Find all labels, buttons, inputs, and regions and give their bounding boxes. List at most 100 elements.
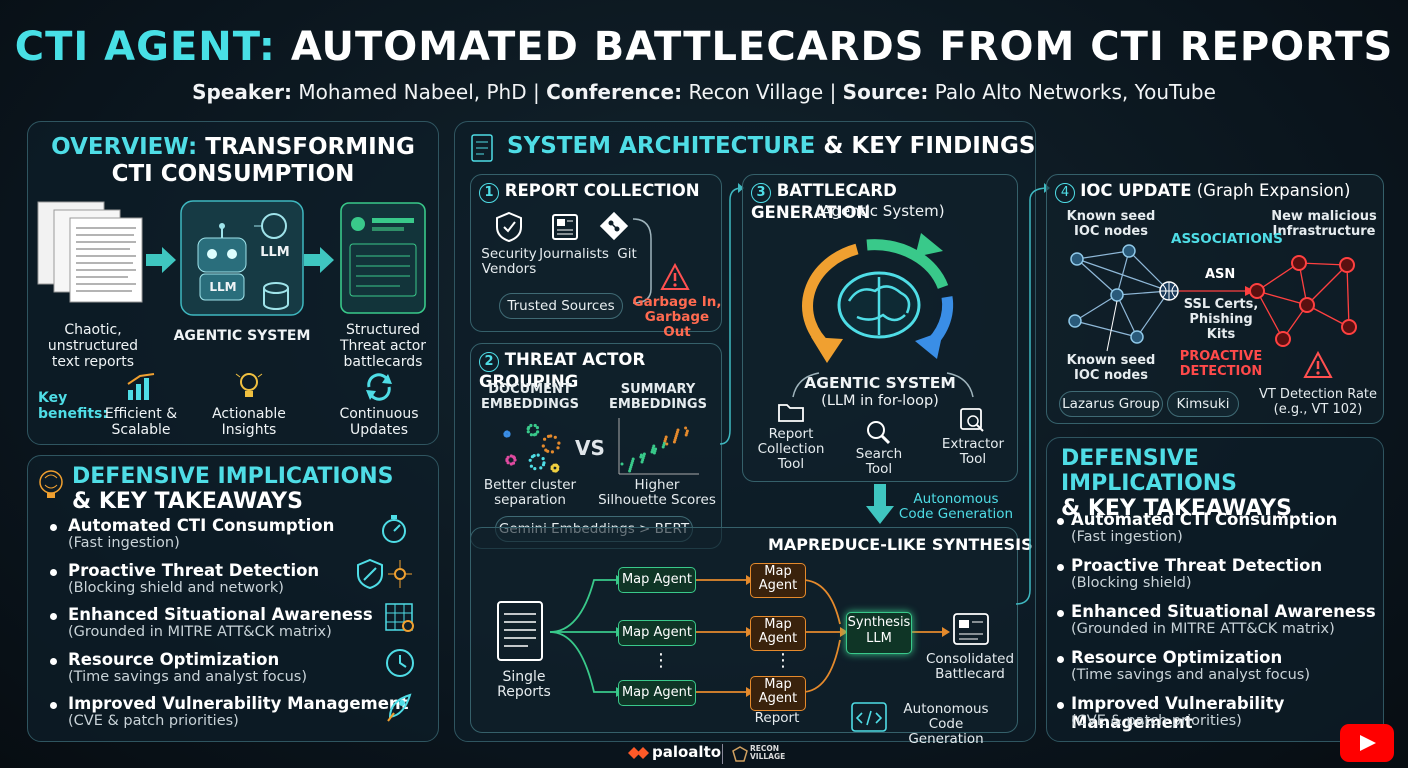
- agentic-system-icon: [180, 200, 304, 316]
- takeaway-heading: Proactive Threat Detection: [68, 560, 320, 580]
- battlecard-panel: 3 BATTLECARD GENERATION (Agentic System)…: [742, 174, 1018, 482]
- mapreduce-title: MAPREDUCE-LIKE SYNTHESIS: [768, 535, 1033, 554]
- speaker-label: Speaker:: [192, 80, 293, 104]
- source: Palo Alto Networks, YouTube: [934, 80, 1216, 104]
- asn-label: ASN: [1205, 267, 1236, 282]
- dots-green: ⋮: [652, 650, 670, 671]
- trusted-sources-pill: Trusted Sources: [499, 293, 623, 319]
- takeaway-heading: Automated CTI Consumption: [68, 516, 335, 535]
- scatter-dot: [536, 453, 540, 457]
- scatter-dot: [550, 450, 554, 454]
- silhouette-plot: [618, 418, 699, 475]
- speaker: Mohamed Nabeel, PhD: [298, 80, 527, 104]
- scatter-dot: [553, 469, 558, 473]
- silhouette-dot: [639, 453, 643, 457]
- agentic-cycle-icon: [802, 233, 954, 363]
- bullet-dot: [1057, 518, 1064, 525]
- silhouette-dot: [664, 435, 668, 439]
- shield-icon: [496, 211, 522, 243]
- takeaway-heading: Resource Optimization: [68, 649, 280, 669]
- vs-label: VS: [575, 436, 605, 460]
- youtube-button[interactable]: [1340, 724, 1394, 762]
- scatter-dot: [556, 446, 560, 450]
- system-label: AGENTIC SYSTEM: [173, 328, 311, 344]
- bullet-dot: [1057, 564, 1064, 571]
- bar-chart-icon: [127, 373, 155, 400]
- title-rest: AUTOMATED BATTLECARDS FROM CTI REPORTS: [290, 24, 1394, 70]
- battlecard-icon: [340, 202, 426, 314]
- takeaway-heading: Resource Optimization: [1071, 648, 1283, 667]
- git-icon: [599, 211, 629, 241]
- scatter-dot: [555, 463, 559, 468]
- overview-panel: OVERVIEW: TRANSFORMING CTI CONSUMPTION L…: [27, 121, 439, 445]
- scatter-dot: [549, 434, 553, 438]
- takeaway-subtext: (CVE & patch priorities): [1071, 713, 1242, 729]
- scatter-dot: [503, 433, 507, 437]
- step-number-2: 2: [479, 352, 499, 372]
- source-label-2: Git: [617, 246, 637, 262]
- stopwatch-icon: [382, 515, 406, 543]
- takeaway-subtext: (Blocking shield): [1071, 575, 1192, 591]
- llm-label: LLM: [260, 245, 290, 260]
- scatter-dot: [509, 454, 513, 458]
- map-agent-orange-2: Map Agent: [750, 676, 806, 711]
- scatter-dot: [550, 467, 554, 471]
- recon-village-logo: RECON VILLAGE: [750, 744, 786, 761]
- scatter-dot: [504, 430, 508, 434]
- benefit-label-1: Actionable Insights: [212, 406, 286, 438]
- search-icon: [867, 421, 891, 445]
- scatter-dot: [507, 433, 511, 437]
- bullet-dot: [50, 702, 57, 709]
- scatter-dot: [535, 426, 539, 430]
- scatter-dot: [528, 458, 532, 462]
- ioc-graph: [1068, 244, 1357, 352]
- report-collection-panel: 1 REPORT COLLECTION Security Vendors Jou…: [470, 174, 722, 340]
- takeaway-subtext: (Fast ingestion): [68, 535, 180, 551]
- connector-line: [719, 183, 744, 445]
- scatter-dot: [557, 441, 561, 445]
- agentic-system-label: AGENTIC SYSTEM: [804, 374, 956, 392]
- defensive-right-panel: DEFENSIVE IMPLICATIONS & KEY TAKEAWAYS A…: [1046, 437, 1384, 742]
- separator: |: [829, 80, 837, 104]
- scatter-dot: [505, 457, 509, 461]
- bullet-dot: [50, 568, 57, 576]
- brain-icon: [39, 470, 63, 498]
- tool-label-1: Search Tool: [855, 446, 903, 477]
- higher-silhouette-label: Higher Silhouette Scores: [598, 477, 716, 508]
- scatter-dot: [539, 466, 543, 470]
- defensive-right-title-2: & KEY TAKEAWAYS: [1061, 496, 1292, 521]
- step-number-4: 4: [1055, 183, 1075, 203]
- map-agent-orange-0: Map Agent: [750, 563, 806, 598]
- vt-label: VT Detection Rate (e.g., VT 102): [1258, 387, 1378, 417]
- step-number-1: 1: [479, 183, 499, 203]
- recon-village-logo-icon: [732, 746, 748, 762]
- source-label-0: Security Vendors: [481, 246, 537, 277]
- silhouette-dot: [685, 429, 689, 433]
- silhouette-dot: [684, 426, 688, 430]
- proactive-label: PROACTIVE DETECTION: [1179, 349, 1263, 379]
- takeaway-heading: Automated CTI Consumption: [1071, 510, 1338, 529]
- defensive-right-title-1: DEFENSIVE IMPLICATIONS: [1061, 446, 1238, 496]
- scatter-dot: [512, 456, 516, 460]
- paloalto-logo: paloalto: [652, 743, 722, 761]
- takeaway-subtext: (Time savings and analyst focus): [1071, 667, 1311, 683]
- silhouette-dot: [631, 457, 635, 461]
- report-label: Report: [754, 710, 800, 726]
- input-label: Chaotic, unstructured text reports: [47, 322, 139, 370]
- takeaway-heading: Proactive Threat Detection: [1071, 556, 1323, 575]
- conference-label: Conference:: [546, 80, 683, 104]
- clock-icon: [386, 648, 414, 677]
- bullet-dot: [1057, 610, 1064, 617]
- page-subtitle: Speaker: Mohamed Nabeel, PhD | Conferenc…: [0, 80, 1408, 104]
- defensive-right-title: DEFENSIVE IMPLICATIONS & KEY TAKEAWAYS: [1061, 446, 1381, 521]
- group-pill-1: Kimsuki: [1167, 391, 1239, 417]
- takeaway-subtext: (CVE & patch priorities): [68, 713, 239, 729]
- takeaway-subtext: (Grounded in MITRE ATT&CK matrix): [1071, 621, 1335, 637]
- bullet-dot: [50, 613, 57, 620]
- documents-icon: [37, 201, 143, 303]
- synthesis-llm-box: Synthesis LLM: [846, 612, 912, 654]
- scatter-dot: [541, 444, 545, 448]
- arrow-right-icon: [146, 247, 176, 273]
- ioc-title-sub: (Graph Expansion): [1196, 181, 1351, 200]
- overview-title-hl: OVERVIEW:: [51, 134, 198, 160]
